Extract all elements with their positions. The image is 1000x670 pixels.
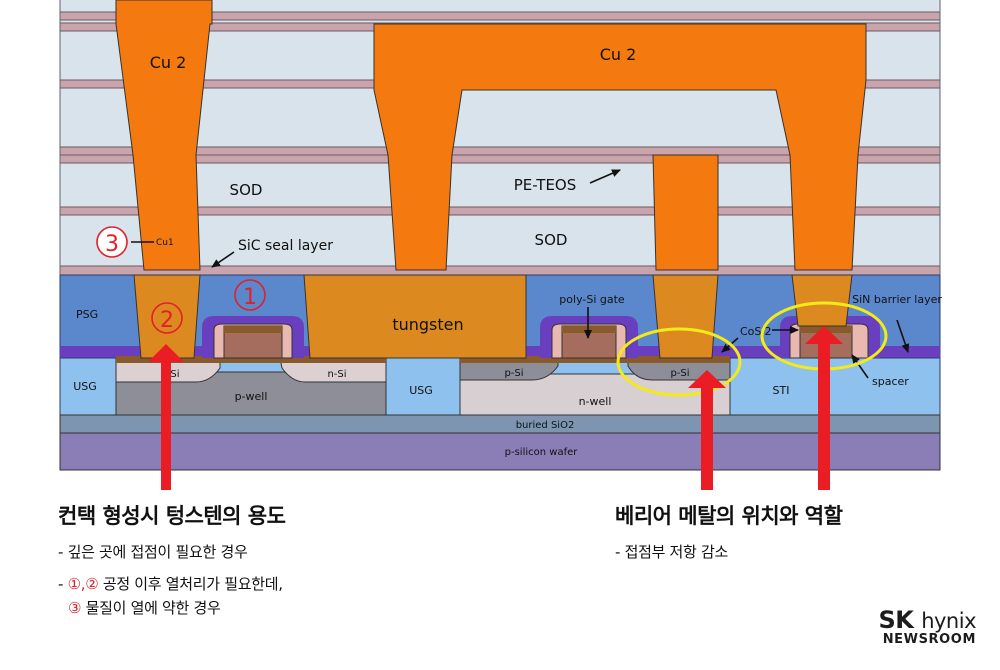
n-well-label: n-well	[579, 395, 612, 408]
sic-seal-label: SiC seal layer	[238, 238, 333, 254]
usg-left-label: USG	[73, 380, 97, 393]
buried-sio2-label: buried SiO2	[516, 420, 575, 431]
caption-left-bullet-1: - 깊은 곳에 접점이 필요한 경우	[58, 543, 248, 561]
sod-lower-label: SOD	[535, 231, 568, 249]
brand-hynix: hynix	[921, 609, 976, 633]
marker-1-label: 1	[243, 285, 257, 310]
contact-plug-2	[133, 274, 201, 359]
spacer-label: spacer	[872, 375, 909, 388]
p-silicon-wafer-layer	[59, 432, 941, 471]
sin-barrier-arrow	[896, 319, 910, 353]
sic-seal-arrow	[211, 251, 235, 268]
caption-left-bullet-2: - ①,② 공정 이후 열처리가 필요한데,	[58, 573, 283, 594]
gate-stack-left	[202, 316, 304, 359]
cosi2-label: CoSi2	[740, 325, 771, 338]
silicide-left	[116, 356, 386, 363]
poly-si-gate-label: poly-Si gate	[559, 293, 625, 306]
red-arrow-right	[805, 326, 843, 490]
n-si-right-label: n-Si	[327, 369, 346, 380]
highlight-ellipse-contact	[616, 327, 742, 397]
sk-hynix-newsroom-logo: SK hynix NEWSROOM	[878, 606, 976, 647]
sti-label: STI	[773, 384, 790, 397]
caption-marker-separator: ,	[80, 575, 86, 593]
p-si-left-region	[459, 357, 559, 381]
buried-sio2-layer	[59, 414, 941, 434]
cu2-right-line	[373, 23, 867, 271]
contact-plug-p-si	[652, 274, 719, 359]
caption-left-bullet-2-text: 공정 이후 열처리가 필요한데,	[98, 575, 283, 593]
sin-barrier-label: SiN barrier layer	[852, 293, 942, 306]
caption-marker-2: ②	[85, 575, 99, 593]
caption-left-bullet-3-text: 물질이 열에 약한 경우	[81, 599, 221, 617]
caption-right-bullet-1: - 접점부 저항 감소	[615, 543, 729, 561]
spacer-arrow	[851, 354, 869, 379]
cu2-left-via	[115, 0, 213, 271]
caption-left-title: 컨택 형성시 텅스텐의 용도	[58, 504, 286, 528]
brand-sk: SK	[878, 606, 914, 634]
red-arrows	[148, 326, 843, 490]
caption-left-bullet-3: ③ 물질이 열에 약한 경우	[68, 597, 221, 618]
tungsten-contact	[303, 274, 527, 359]
n-si-right-region	[279, 357, 387, 383]
p-silicon-wafer-label: p-silicon wafer	[505, 447, 579, 458]
pointer-arrows	[131, 169, 910, 379]
pe-teos-label: PE-TEOS	[514, 176, 577, 194]
red-arrow-mid	[688, 370, 726, 490]
cu2-right-label: Cu 2	[600, 45, 637, 64]
marker-3-label: 3	[105, 232, 119, 257]
caption-left-bullet-2-prefix: -	[58, 575, 68, 593]
sod-upper-label: SOD	[230, 181, 263, 199]
psg-label: PSG	[76, 308, 98, 321]
tungsten-label: tungsten	[392, 315, 463, 334]
red-arrow-left	[148, 344, 184, 490]
marker-1: 1	[234, 279, 266, 311]
caption-right-title: 베리어 메탈의 위치와 역할	[615, 504, 843, 528]
pe-teos-arrow	[589, 169, 621, 184]
caption-marker-3: ③	[68, 599, 82, 617]
silicide-right	[460, 356, 730, 363]
p-si-left-label: p-Si	[504, 368, 523, 379]
cu2-left-label: Cu 2	[150, 53, 187, 72]
cu2-via-mid	[652, 154, 719, 271]
gate-stack-mid	[540, 316, 638, 359]
contact-plug-gate	[791, 274, 853, 327]
caption-marker-1: ①	[67, 575, 81, 593]
cu1-label: Cu1	[156, 238, 174, 248]
marker-3: 3	[96, 226, 128, 258]
brand-wordmark: SK hynix	[878, 606, 976, 634]
marker-2: 2	[151, 302, 183, 334]
usg-mid-label: USG	[409, 384, 433, 397]
p-si-right-label: p-Si	[670, 368, 689, 379]
marker-2-label: 2	[160, 308, 174, 333]
brand-newsroom: NEWSROOM	[882, 632, 976, 647]
p-well-label: p-well	[235, 390, 268, 403]
